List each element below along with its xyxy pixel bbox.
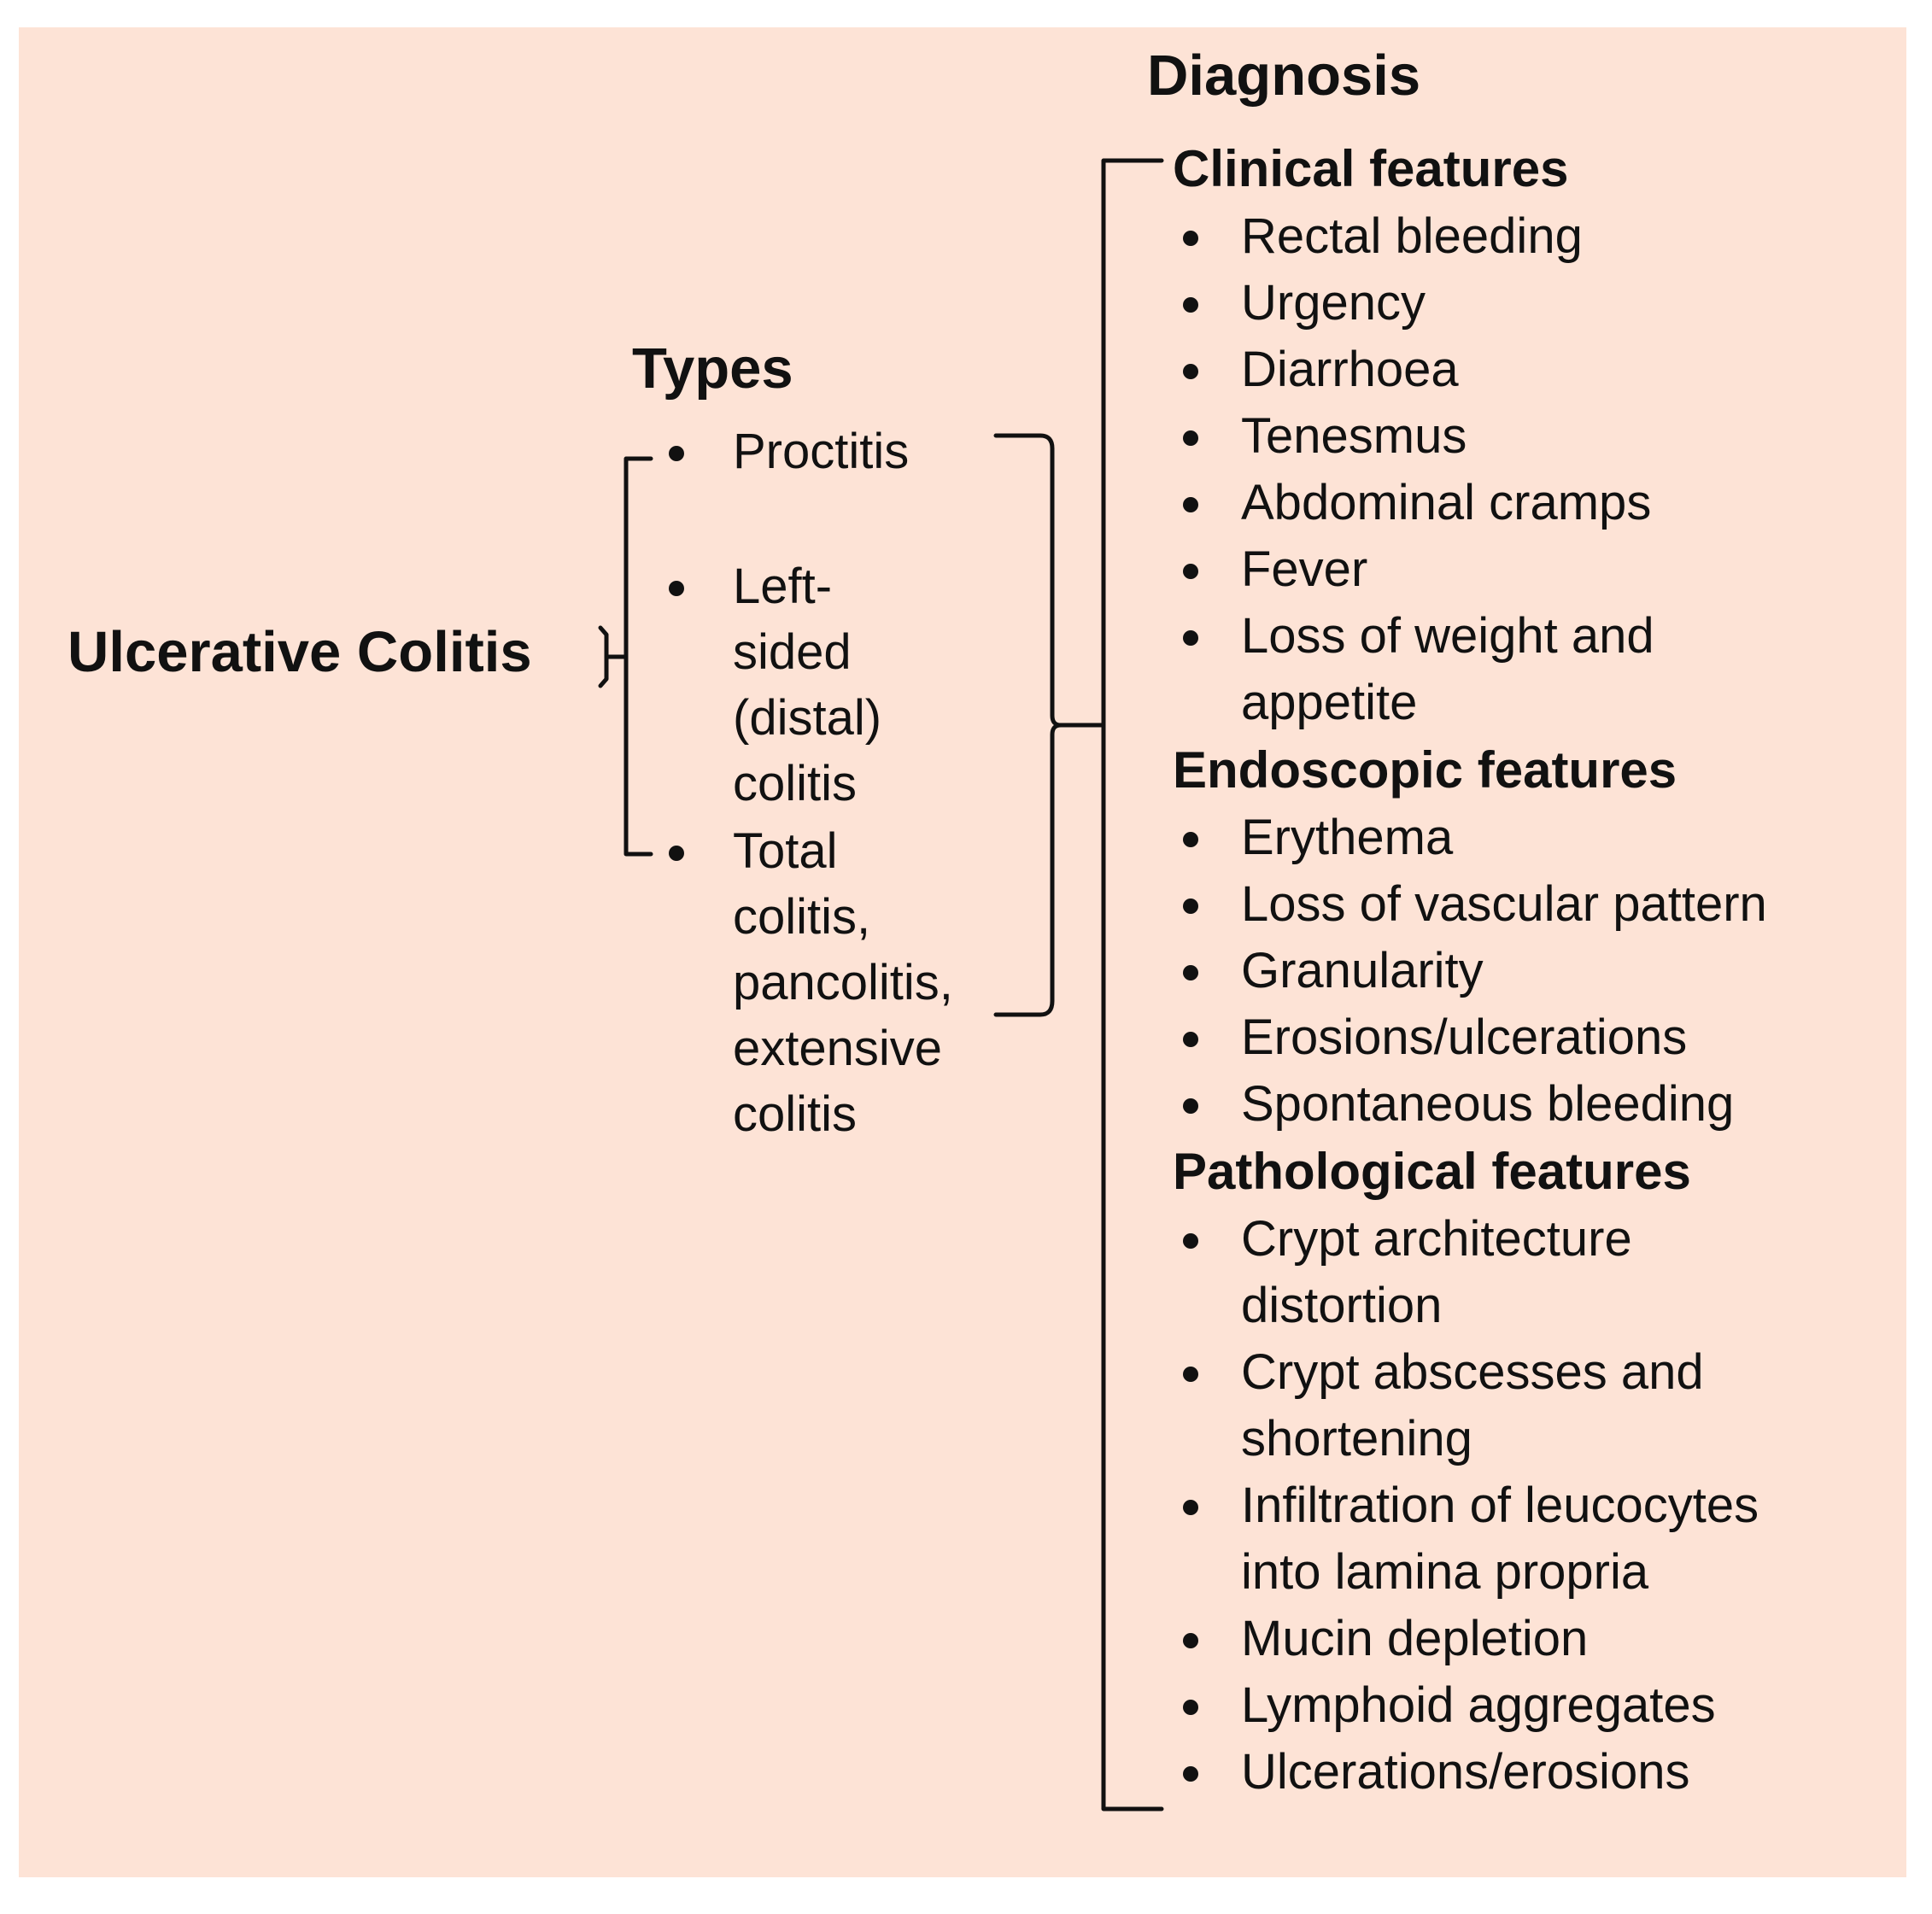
bullet-icon: [669, 846, 684, 861]
bullet-icon: [1183, 1766, 1198, 1782]
feature-label: Granularity: [1241, 943, 1484, 998]
feature-label: Crypt abscesses and shortening: [1241, 1344, 1704, 1466]
feature-item: Spontaneous bleeding: [1173, 1071, 1856, 1138]
feature-item: Urgency: [1173, 270, 1856, 337]
bullet-icon: [1183, 1500, 1198, 1515]
bullet-icon: [1183, 297, 1198, 313]
feature-label: Mucin depletion: [1241, 1611, 1589, 1666]
section-heading: Pathological features: [1173, 1143, 1691, 1200]
feature-label: Abdominal cramps: [1241, 475, 1652, 530]
feature-label: Diarrhoea: [1241, 342, 1459, 397]
feature-item: Erosions/ulcerations: [1173, 1004, 1856, 1071]
diagram-background-panel: [19, 27, 1906, 1877]
bullet-icon: [1183, 1098, 1198, 1114]
feature-item: Rectal bleeding: [1173, 203, 1856, 270]
type-item-label: Left-sided (distal) colitis: [733, 559, 882, 811]
bullet-icon: [1183, 430, 1198, 446]
feature-item: Tenesmus: [1173, 403, 1856, 470]
bullet-icon: [1183, 832, 1198, 847]
type-item-label: Proctitis: [733, 424, 910, 479]
feature-item: Ulcerations/erosions: [1173, 1739, 1856, 1806]
feature-label: Rectal bleeding: [1241, 208, 1583, 264]
feature-item: Lymphoid aggregates: [1173, 1672, 1856, 1739]
feature-item: Diarrhoea: [1173, 337, 1856, 403]
bullet-icon: [1183, 1700, 1198, 1715]
section-endoscopic-features: Endoscopic features Erythema Loss of vas…: [1173, 736, 1856, 1138]
diagnosis-title: Diagnosis: [1147, 44, 1421, 108]
feature-label: Infiltration of leucocytes into lamina p…: [1241, 1478, 1759, 1600]
feature-item: Crypt architecture distortion: [1173, 1206, 1856, 1339]
feature-label: Erosions/ulcerations: [1241, 1010, 1688, 1065]
feature-item: Mucin depletion: [1173, 1606, 1856, 1672]
feature-item: Granularity: [1173, 938, 1856, 1004]
bullet-icon: [1183, 965, 1198, 980]
main-title: Ulcerative Colitis: [67, 620, 532, 684]
feature-label: Urgency: [1241, 275, 1426, 331]
bullet-icon: [669, 581, 684, 596]
feature-item: Erythema: [1173, 805, 1856, 871]
type-item-label: Total colitis, pancolitis, extensive col…: [733, 823, 953, 1142]
feature-label: Spontaneous bleeding: [1241, 1076, 1735, 1132]
feature-label: Fever: [1241, 541, 1368, 597]
feature-label: Loss of vascular pattern: [1241, 876, 1767, 932]
types-title: Types: [632, 337, 793, 401]
section-clinical-features: Clinical features Rectal bleeding Urgenc…: [1173, 135, 1856, 736]
feature-label: Lymphoid aggregates: [1241, 1677, 1716, 1733]
section-heading: Endoscopic features: [1173, 741, 1677, 799]
section-pathological-features: Pathological features Crypt architecture…: [1173, 1138, 1856, 1806]
feature-item: Loss of weight and appetite: [1173, 603, 1856, 736]
feature-item: Crypt abscesses and shortening: [1173, 1339, 1856, 1472]
feature-item: Loss of vascular pattern: [1173, 871, 1856, 938]
bullet-icon: [669, 446, 684, 461]
bullet-icon: [1183, 231, 1198, 246]
bullet-icon: [1183, 1032, 1198, 1047]
feature-label: Loss of weight and appetite: [1241, 608, 1654, 730]
feature-label: Tenesmus: [1241, 408, 1467, 464]
bullet-icon: [1183, 364, 1198, 379]
feature-item: Fever: [1173, 536, 1856, 603]
feature-item: Infiltration of leucocytes into lamina p…: [1173, 1472, 1856, 1606]
bullet-icon: [1183, 1367, 1198, 1382]
bullet-icon: [1183, 1233, 1198, 1249]
feature-label: Erythema: [1241, 810, 1454, 865]
bullet-icon: [1183, 630, 1198, 646]
section-heading: Clinical features: [1173, 140, 1569, 197]
feature-item: Abdominal cramps: [1173, 470, 1856, 536]
bullet-icon: [1183, 898, 1198, 914]
feature-label: Crypt architecture distortion: [1241, 1211, 1632, 1333]
bullet-icon: [1183, 1633, 1198, 1648]
bullet-icon: [1183, 564, 1198, 579]
diagnosis-list: Clinical features Rectal bleeding Urgenc…: [1173, 135, 1856, 1806]
feature-label: Ulcerations/erosions: [1241, 1744, 1690, 1800]
bullet-icon: [1183, 497, 1198, 512]
